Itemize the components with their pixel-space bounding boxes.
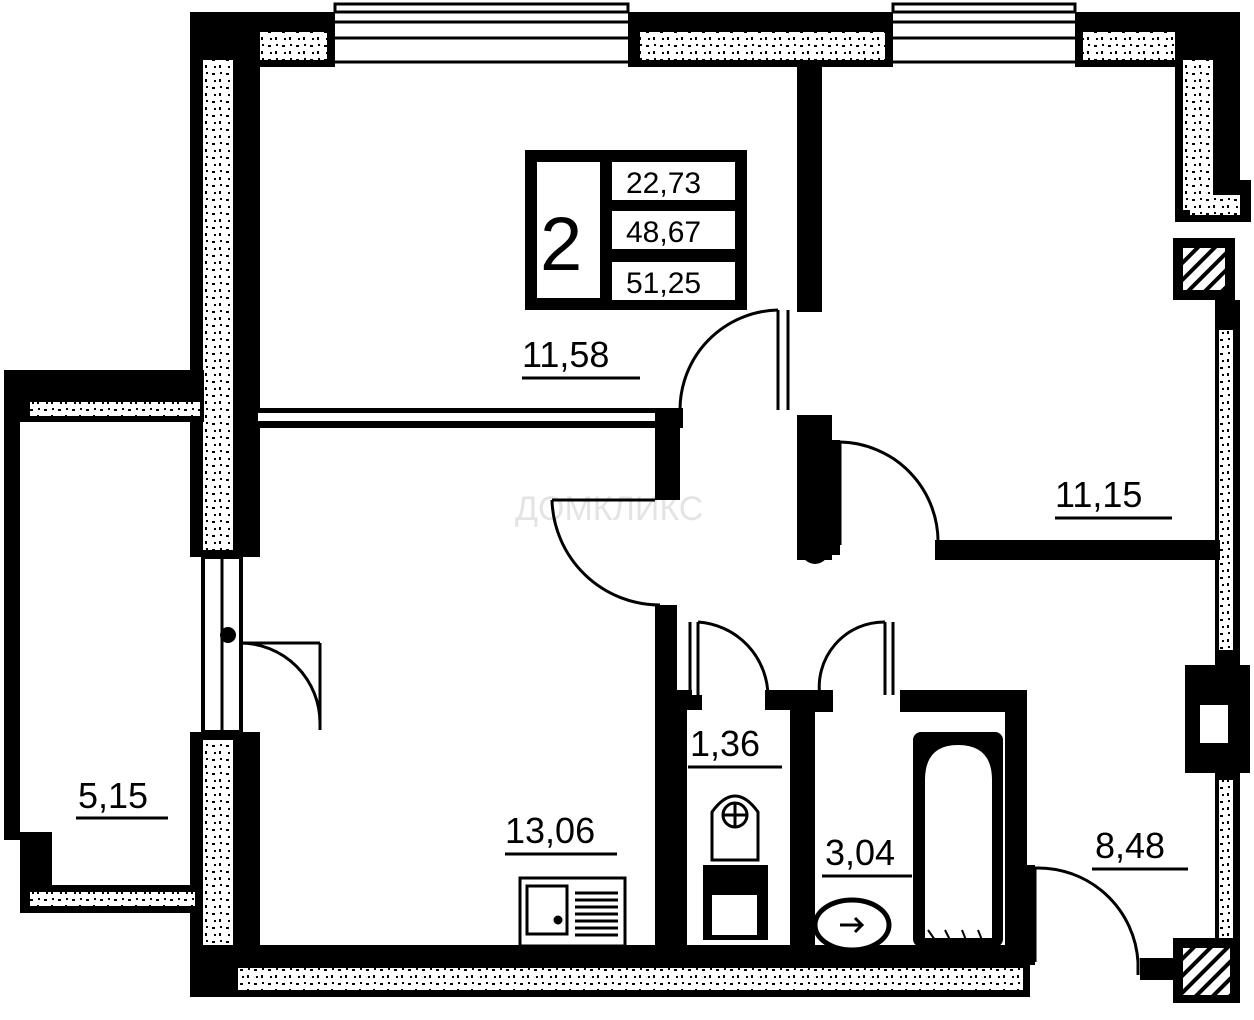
- wall-right-bedroom-bottom: [935, 540, 1220, 560]
- room-area-living-room: 13,06: [505, 810, 595, 851]
- toilet-right-wall: [790, 690, 815, 950]
- door-living-room: [550, 498, 661, 607]
- wall-bedroom-living-edge: [258, 413, 668, 421]
- room-area-hallway: 8,48: [1095, 825, 1165, 866]
- doors: [239, 308, 1140, 975]
- bathroom-left-wall-stub: [815, 690, 833, 712]
- riser-block-inner: [1200, 705, 1228, 743]
- legend-cell-living: [612, 162, 735, 200]
- room-labels: 11,58 11,15 13,06 5,15 1,36 3,04 8,48: [76, 334, 1188, 878]
- wall-living-hall: [655, 605, 677, 950]
- room-area-bedroom-right: 11,15: [1055, 474, 1142, 515]
- toilet-inner-top: [687, 695, 702, 710]
- toilet-icon: [703, 794, 768, 940]
- legend-rooms-count: 2: [540, 202, 582, 287]
- left-wall-upper-insulation: [203, 60, 233, 550]
- bathtub-icon: [913, 732, 1003, 947]
- wall-bedroom-living-right: [655, 410, 680, 500]
- kitchen-sink-icon: [518, 876, 627, 948]
- door-bedroom-top: [678, 308, 790, 411]
- outer-walls: [190, 2, 1251, 1003]
- balcony-left-wall: [4, 370, 20, 840]
- balcony-bottom-insulation: [30, 892, 195, 906]
- interior-walls: [258, 67, 1220, 965]
- balcony: [4, 370, 204, 913]
- door-balcony: [239, 641, 322, 730]
- bathroom-top-wall: [900, 690, 1025, 712]
- vent-shaft-bottom-hatch: [1183, 948, 1230, 995]
- window-top-right: [891, 2, 1077, 64]
- hall-stub: [1020, 865, 1035, 965]
- legend-total-area: 51,25: [626, 267, 701, 300]
- fixtures: [518, 732, 1003, 953]
- bottom-wall-insulation: [238, 968, 1023, 990]
- room-area-bathroom: 3,04: [825, 832, 895, 873]
- right-wall-lower-insulation-2: [1219, 780, 1233, 940]
- legend-left-cell: [537, 162, 600, 298]
- apartment-legend: 2 22,73 48,67 51,25: [525, 150, 747, 310]
- room-area-bedroom-top: 11,58: [522, 334, 609, 375]
- legend-cell-total: [612, 262, 735, 300]
- top-wall-middle-insulation: [640, 32, 885, 60]
- window-top-left: [333, 2, 630, 64]
- bathroom-sink-icon: [812, 897, 892, 953]
- bottom-wall-right-stub: [1140, 958, 1180, 980]
- room-area-toilet: 1,36: [690, 723, 760, 764]
- toilet-left-wall: [672, 690, 687, 945]
- vent-shaft-top-hatch: [1183, 248, 1225, 290]
- balcony-door-frame: [201, 555, 243, 734]
- legend-cell-usable: [612, 211, 735, 249]
- legend-usable-area: 48,67: [626, 216, 701, 249]
- room-area-balcony: 5,15: [78, 775, 148, 816]
- door-toilet: [688, 620, 770, 698]
- door-bedroom-right: [838, 440, 940, 546]
- wall-between-bedrooms: [797, 67, 822, 312]
- right-wall-upper-insulation: [1183, 60, 1213, 210]
- door-bathroom: [817, 620, 895, 698]
- balcony-top-insulation: [30, 402, 200, 416]
- legend-living-area: 22,73: [626, 167, 701, 200]
- right-wall-lower-insulation: [1219, 330, 1233, 650]
- right-notch-insulation: [1190, 195, 1240, 215]
- door-entry: [1033, 866, 1140, 975]
- wall-right-bedroom-stub: [825, 440, 840, 555]
